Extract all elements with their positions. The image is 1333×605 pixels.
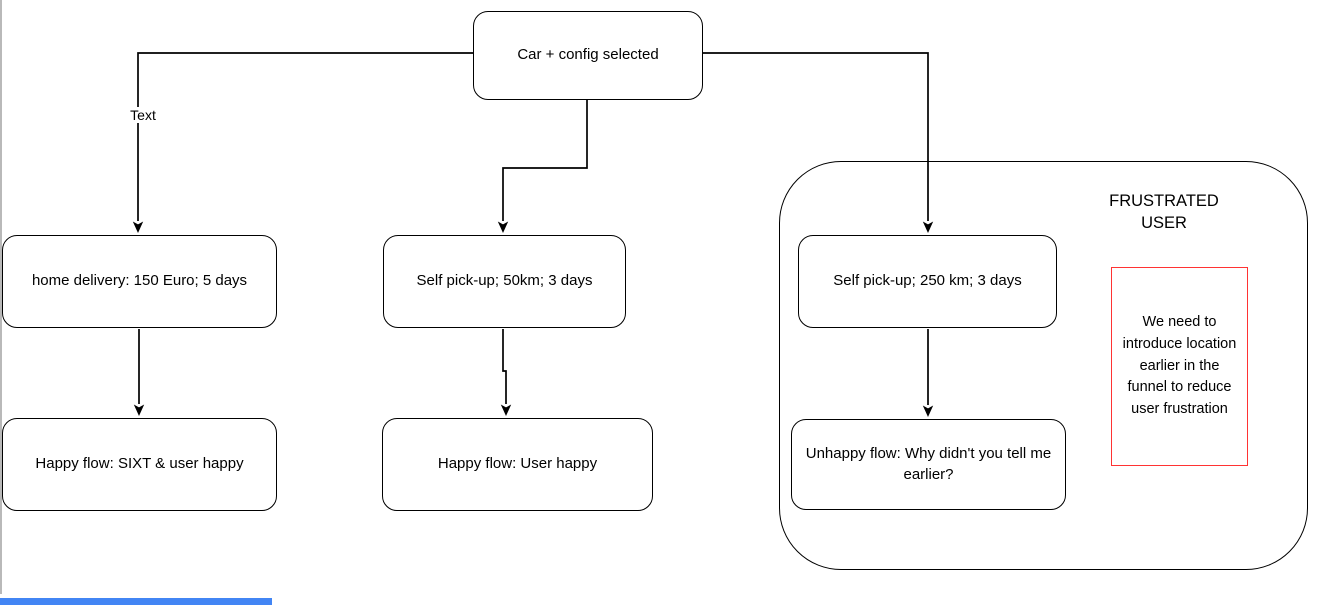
- node-label: Self pick-up; 50km; 3 days: [416, 272, 593, 290]
- node-happy-flow-sixt[interactable]: Happy flow: SIXT & user happy: [2, 418, 277, 511]
- connector-root-to-pickup-250[interactable]: [702, 52, 929, 221]
- node-home-delivery[interactable]: home delivery: 150 Euro; 5 days: [2, 235, 277, 328]
- node-happy-flow-user[interactable]: Happy flow: User happy: [382, 418, 653, 511]
- arrowhead-icon: [500, 404, 512, 416]
- node-label: Happy flow: SIXT & user happy: [35, 455, 244, 473]
- frustrated-user-group-label: FRUSTRATED USER: [1109, 192, 1219, 233]
- node-unhappy-flow[interactable]: Unhappy flow: Why didn't you tell me ear…: [791, 419, 1066, 510]
- bottom-blue-bar: [0, 598, 272, 605]
- node-label: Self pick-up; 250 km; 3 days: [833, 272, 1022, 290]
- node-car-config-selected[interactable]: Car + config selected: [473, 11, 703, 100]
- arrowhead-icon: [922, 221, 934, 233]
- note-introduce-location-earlier[interactable]: We need to introduce location earlier in…: [1111, 267, 1248, 466]
- node-self-pickup-50km[interactable]: Self pick-up; 50km; 3 days: [383, 235, 626, 328]
- arrowhead-icon: [497, 221, 509, 233]
- arrowhead-icon: [132, 221, 144, 233]
- connector-root-to-home-delivery[interactable]: [137, 52, 473, 221]
- node-label: Happy flow: User happy: [437, 455, 598, 473]
- node-label: Unhappy flow: Why didn't you tell me ear…: [805, 445, 1052, 483]
- arrowhead-icon: [133, 404, 145, 416]
- note-text: We need to introduce location earlier in…: [1122, 314, 1237, 418]
- edge-label-text[interactable]: Text: [120, 107, 166, 123]
- frustrated-user-group[interactable]: [779, 161, 1308, 570]
- connector-root-to-pickup-50[interactable]: [502, 100, 588, 221]
- canvas-left-border: [0, 0, 2, 594]
- connector-pickup-50-to-happy-user[interactable]: [502, 329, 507, 404]
- node-self-pickup-250km[interactable]: Self pick-up; 250 km; 3 days: [798, 235, 1057, 328]
- node-label: home delivery: 150 Euro; 5 days: [31, 272, 248, 290]
- node-label: Car + config selected: [517, 46, 659, 64]
- arrowhead-icon: [922, 405, 934, 417]
